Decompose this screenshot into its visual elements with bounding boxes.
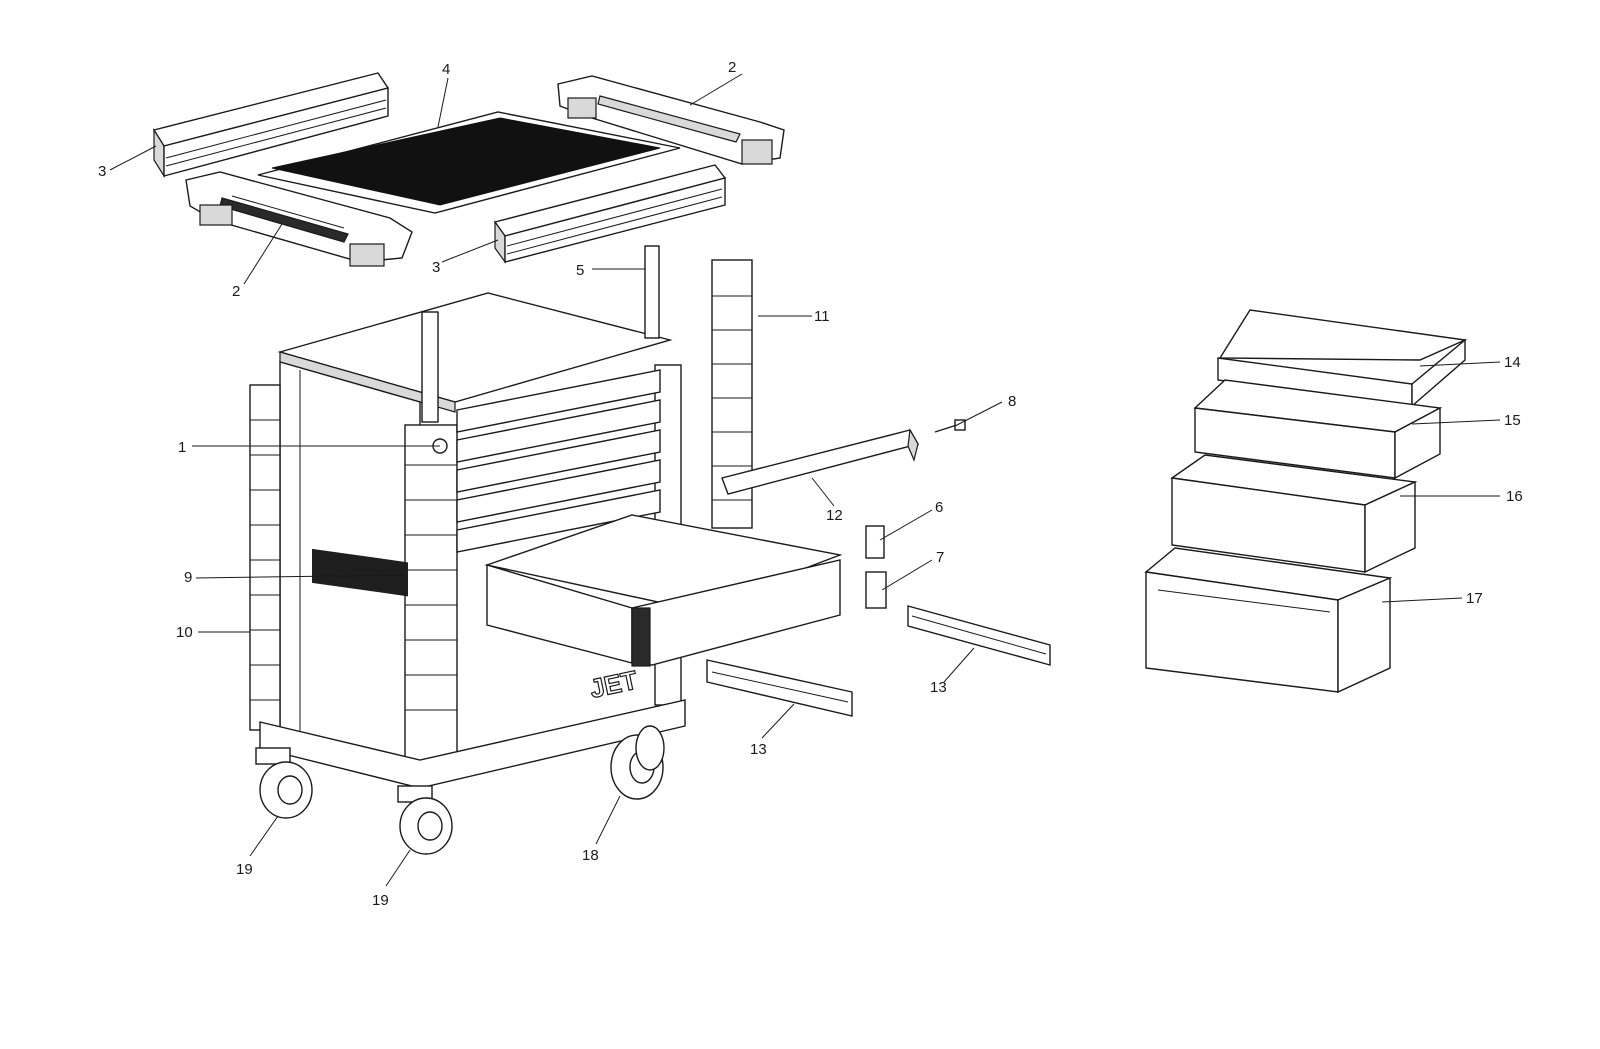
callout-12: 12	[826, 507, 843, 524]
jet-logo: JET	[586, 664, 640, 704]
callout-18: 18	[582, 847, 599, 864]
callout-4: 4	[442, 61, 450, 78]
callout-16: 16	[1506, 488, 1523, 505]
cabinet-body: FACOM JET	[249, 245, 686, 789]
callout-3b: 3	[432, 259, 440, 276]
block-part-7	[865, 571, 887, 609]
slide-part-13-a	[706, 659, 853, 717]
callout-labels: 1 2 2 3 3 4 5 6 7 8 9 10 11 12 13 13 14 …	[98, 59, 1523, 909]
callout-14: 14	[1504, 354, 1521, 371]
callout-3a: 3	[98, 163, 106, 180]
leader-lines	[109, 73, 1501, 887]
callout-13a: 13	[750, 741, 767, 758]
drawer-part-16	[1170, 454, 1418, 574]
block-part-6	[865, 525, 885, 559]
callout-19b: 19	[372, 892, 389, 909]
left-column-part-10	[249, 384, 281, 731]
slide-part-13-b	[907, 605, 1051, 666]
callout-6: 6	[935, 499, 943, 516]
handle-front-part-2	[185, 171, 413, 267]
crossbar-part-12	[721, 428, 920, 495]
callout-1: 1	[178, 439, 186, 456]
callout-13b: 13	[930, 679, 947, 696]
callout-5: 5	[576, 262, 584, 279]
callout-7: 7	[936, 549, 944, 566]
drawer-part-17	[1144, 547, 1393, 694]
front-column	[404, 424, 458, 766]
open-drawer	[484, 514, 843, 667]
top-mat-part-4	[257, 111, 681, 214]
caster-part-19-a	[255, 747, 313, 819]
callout-19a: 19	[236, 861, 253, 878]
top-rail-front-part-3	[493, 164, 727, 264]
caster-rear-left	[635, 725, 665, 771]
callout-10: 10	[176, 624, 193, 641]
callout-9: 9	[184, 569, 192, 586]
key-part-8	[934, 419, 966, 433]
divider-part-5	[421, 245, 660, 423]
callout-17: 17	[1466, 590, 1483, 607]
handle-back-part-2	[557, 75, 785, 165]
callout-8: 8	[1008, 393, 1016, 410]
callout-11: 11	[814, 308, 830, 325]
callout-2a: 2	[728, 59, 736, 76]
drawer-part-15	[1193, 379, 1443, 480]
caster-part-19-b	[397, 785, 453, 855]
jet-logo-text: JET	[587, 665, 640, 704]
callout-15: 15	[1504, 412, 1521, 429]
top-rail-back-part-3	[152, 72, 390, 179]
drawer-part-14	[1217, 309, 1468, 408]
drawer-fronts	[456, 369, 661, 553]
callout-2b: 2	[232, 283, 240, 300]
